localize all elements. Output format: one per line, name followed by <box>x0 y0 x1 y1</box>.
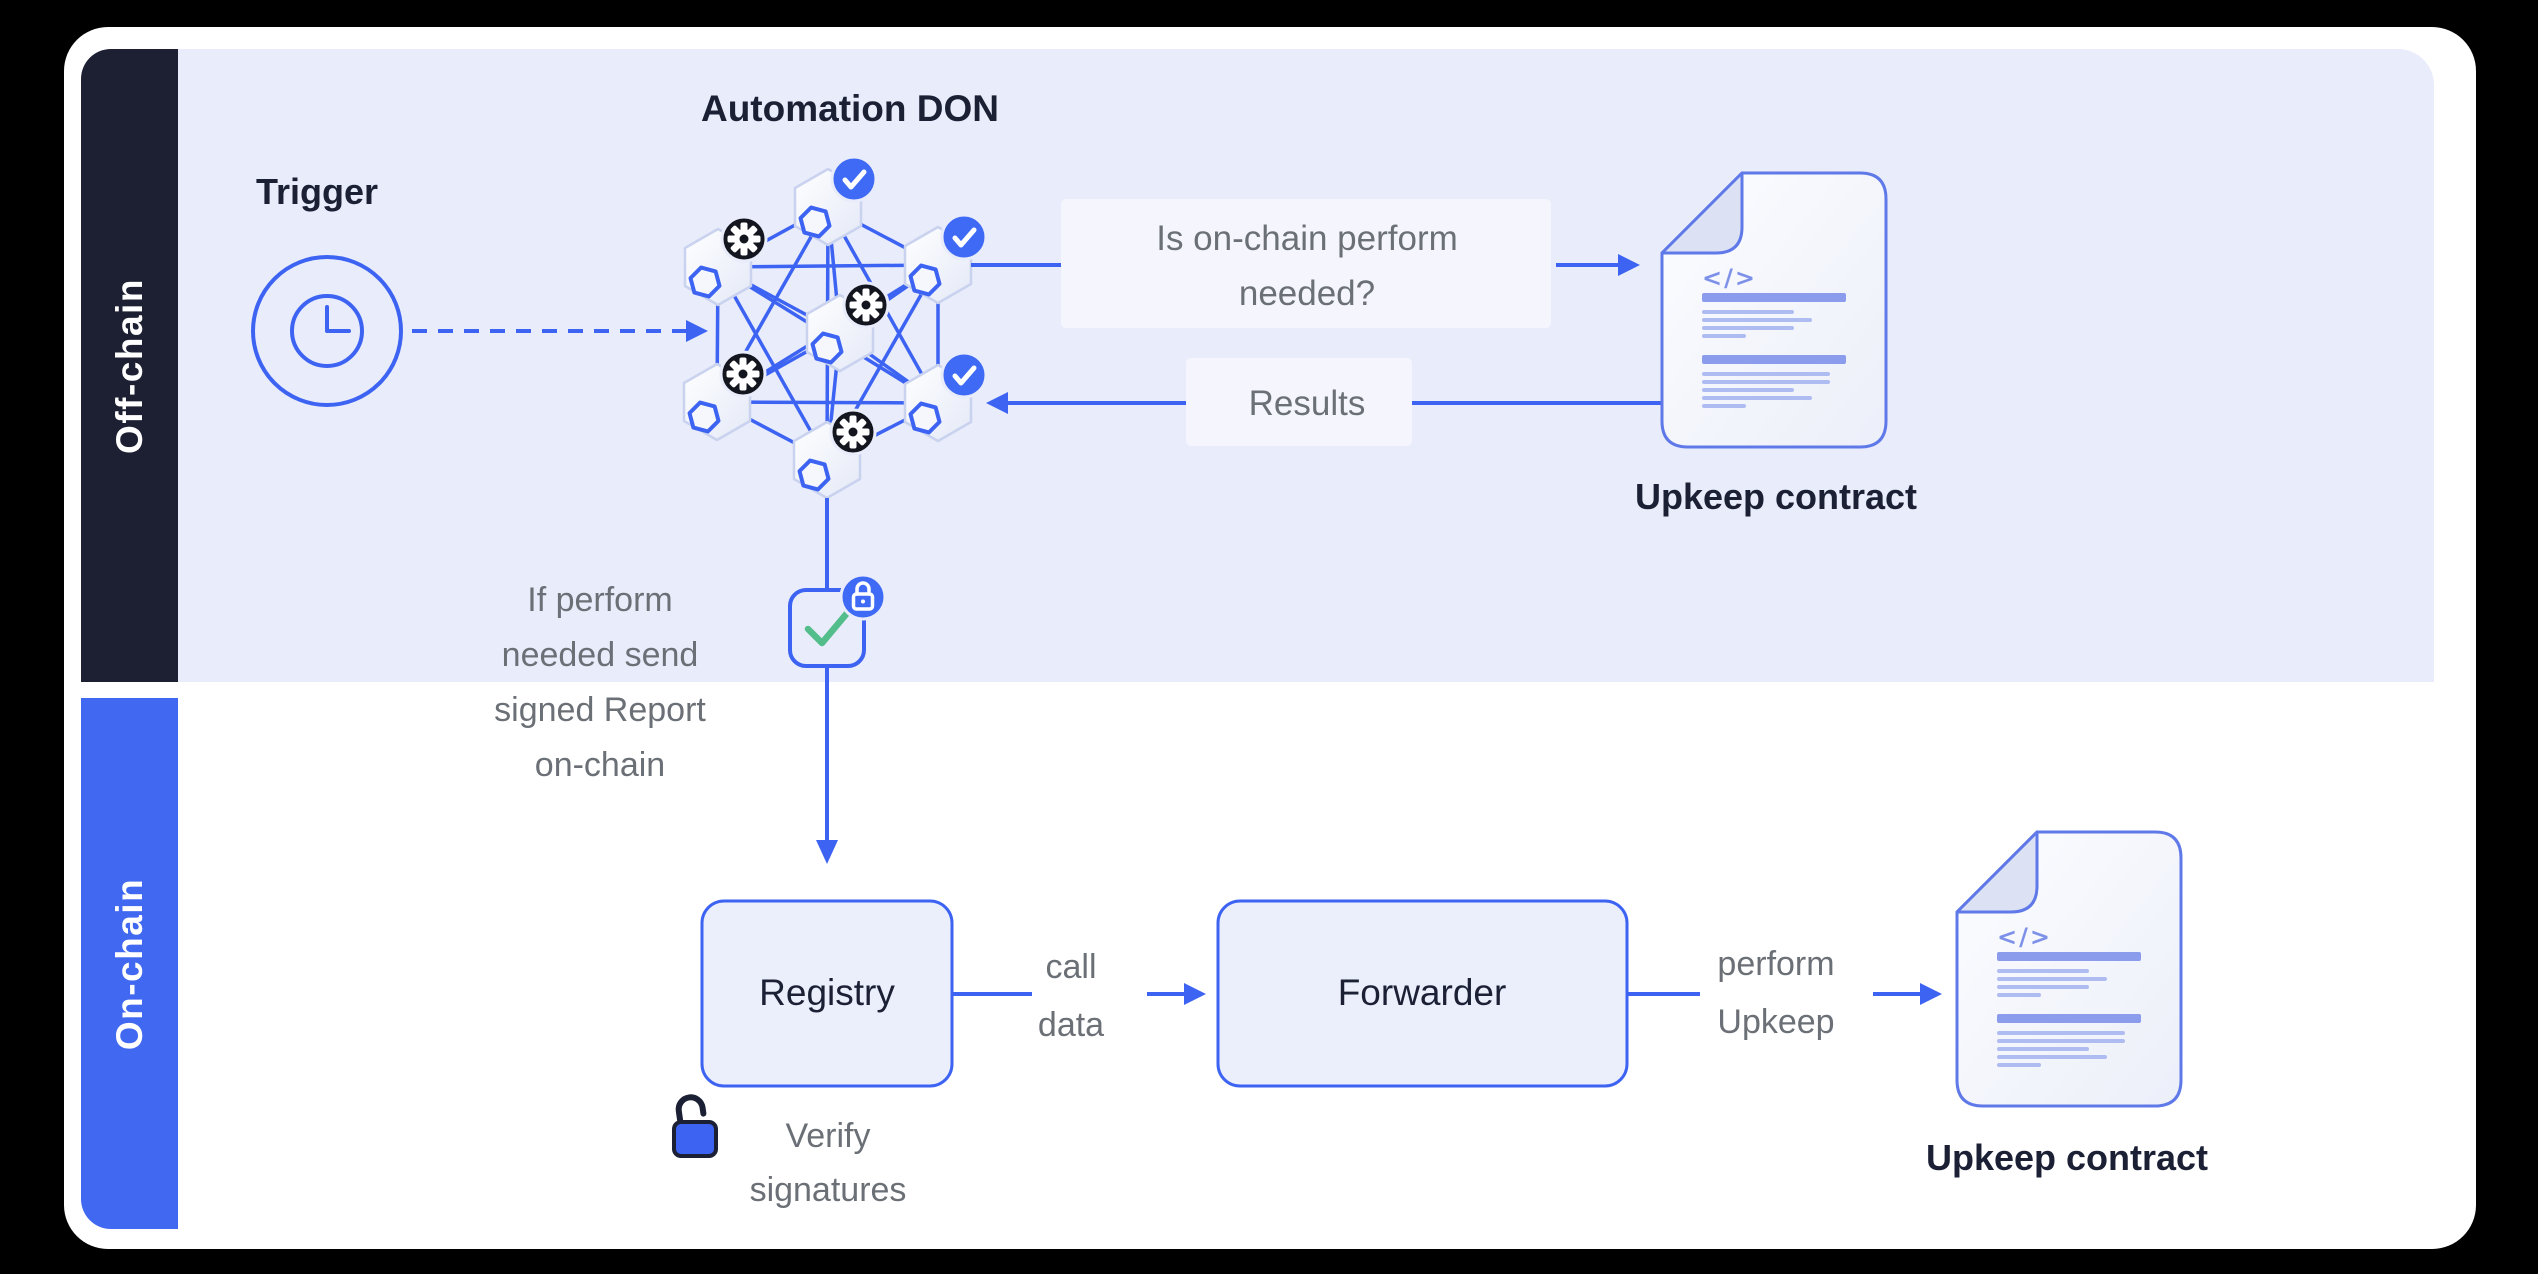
perform-to-contract-arrow <box>1873 983 1942 1005</box>
check-badge-icon <box>942 353 986 397</box>
gear-badge-icon <box>829 408 877 456</box>
don-node <box>903 215 986 305</box>
code-icon: </> <box>1997 923 2052 951</box>
trigger-label: Trigger <box>255 171 379 212</box>
results-text-background <box>1186 358 1412 446</box>
don-node <box>683 215 768 307</box>
don-cluster <box>682 157 986 500</box>
question-to-contract-arrow <box>1556 254 1640 276</box>
gear-badge-icon <box>720 215 768 263</box>
don-edge <box>716 400 939 405</box>
don-edge <box>716 266 829 461</box>
check-badge-icon <box>942 215 986 259</box>
offchain-sidebar: Off-chain <box>81 49 178 682</box>
registry-label: Registry <box>759 972 895 1013</box>
don-edge <box>717 263 939 269</box>
don-node <box>682 350 767 442</box>
calldata-to-forwarder-arrow <box>1147 983 1206 1005</box>
report-to-registry-arrow <box>816 666 838 864</box>
call-data-text: call data <box>1037 948 1105 1044</box>
gear-badge-icon <box>842 281 890 329</box>
check-badge-icon <box>832 157 876 201</box>
gear-badge-icon <box>719 350 767 398</box>
upkeep-contract-label-top: Upkeep contract <box>1634 476 1918 517</box>
question-text-background <box>1061 199 1551 328</box>
signed-report-icon <box>788 573 887 668</box>
perform-upkeep-text: perform Upkeep <box>1717 945 1835 1041</box>
clock-icon <box>251 255 403 407</box>
upkeep-contract-icon-top: </> <box>1660 171 1888 449</box>
forwarder-label: Forwarder <box>1337 972 1507 1013</box>
results-arrow <box>986 392 1663 414</box>
lock-badge-icon <box>839 573 887 621</box>
code-icon: </> <box>1702 264 1757 292</box>
trigger-arrow <box>412 320 708 342</box>
don-node <box>793 157 876 247</box>
upkeep-contract-label-bottom: Upkeep contract <box>1925 1137 2209 1178</box>
question-text: Is on-chain perform needed? <box>1156 219 1458 313</box>
don-title: Automation DON <box>700 88 1000 129</box>
verify-signatures-text: Verify signatures <box>749 1117 907 1209</box>
unlock-icon <box>672 1094 718 1158</box>
report-note-text: If perform needed send signed Report on-… <box>494 581 706 784</box>
onchain-sidebar: On-chain <box>81 698 178 1229</box>
results-text: Results <box>1248 384 1366 423</box>
upkeep-contract-icon-bottom: </> <box>1955 830 2183 1108</box>
